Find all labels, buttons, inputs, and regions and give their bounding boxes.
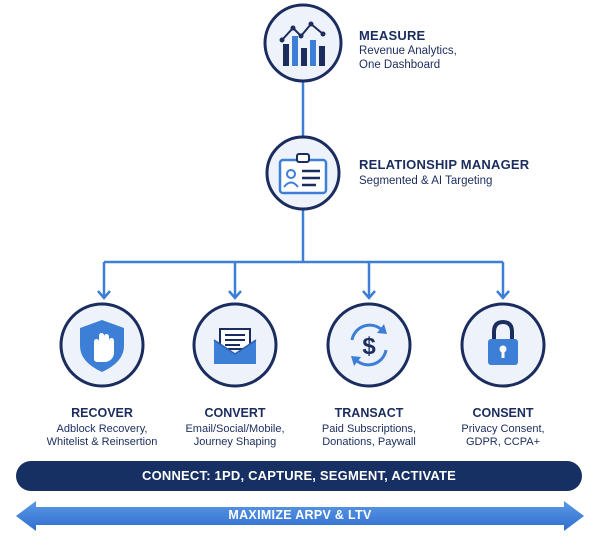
recover-title: RECOVER	[71, 406, 133, 420]
id-badge-icon	[278, 153, 328, 195]
arrowheads	[97, 290, 510, 300]
consent-circle	[460, 302, 546, 388]
measure-subtitle-line-2: One Dashboard	[359, 59, 441, 71]
recover-subtitle-line-2: Whitelist & Reinsertion	[46, 436, 158, 448]
transact-subtitle-line-2: Donations, Paywall	[322, 436, 416, 448]
envelope-icon	[213, 328, 257, 364]
recover-circle	[59, 302, 145, 388]
convert-title: CONVERT	[204, 406, 266, 420]
transact-title: TRANSACT	[334, 406, 404, 420]
dollar-cycle-icon: $	[350, 323, 388, 367]
transact-subtitle-line-1: Paid Subscriptions,	[321, 423, 417, 435]
maximize-label: MAXIMIZE ARPV & LTV	[228, 508, 372, 522]
measure-title: MEASURE	[359, 28, 426, 43]
consent-title: CONSENT	[472, 406, 534, 420]
measure-node	[263, 3, 343, 83]
connect-bar: CONNECT: 1PD, CAPTURE, SEGMENT, ACTIVATE	[16, 461, 582, 491]
convert-circle	[192, 302, 278, 388]
relationship-manager-subtitle: Segmented & AI Targeting	[359, 175, 493, 187]
measure-subtitle-line-1: Revenue Analytics,	[359, 45, 457, 57]
transact-circle: $	[326, 302, 412, 388]
consent-subtitle-line-2: GDPR, CCPA+	[465, 436, 541, 448]
connector-lines	[102, 78, 505, 298]
recover-subtitle-line-1: Adblock Recovery,	[56, 423, 148, 435]
consent-subtitle-line-1: Privacy Consent,	[461, 423, 545, 435]
padlock-icon	[488, 319, 518, 365]
shield-hand-icon	[80, 320, 124, 372]
bar-chart-icon	[279, 21, 326, 66]
relationship-manager-title: RELATIONSHIP MANAGER	[359, 157, 530, 172]
maximize-double-arrow	[16, 501, 584, 531]
relationship-manager-node	[265, 135, 341, 211]
convert-subtitle-line-2: Journey Shaping	[193, 436, 277, 448]
convert-subtitle-line-1: Email/Social/Mobile,	[185, 423, 285, 435]
svg-text:$: $	[362, 333, 376, 360]
